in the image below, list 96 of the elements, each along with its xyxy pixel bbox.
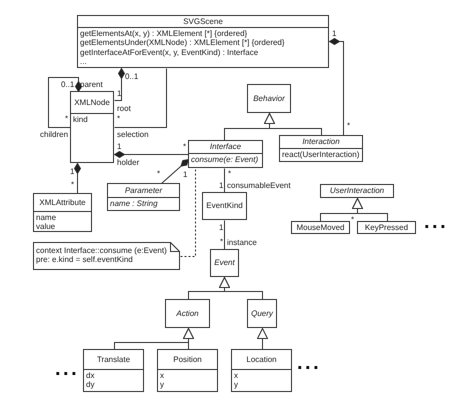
note-connector bbox=[180, 168, 196, 257]
multiplicity-label: 0..1 bbox=[61, 80, 74, 88]
class-box bbox=[320, 184, 394, 198]
class-name: Behavior bbox=[253, 94, 285, 104]
class-name: Interface bbox=[210, 142, 242, 152]
attribute-text: name bbox=[36, 213, 56, 222]
note-box bbox=[33, 242, 180, 270]
generalization-arrow bbox=[183, 328, 194, 350]
class-box bbox=[157, 349, 218, 392]
class-name: Parameter bbox=[124, 186, 162, 196]
class-box bbox=[357, 221, 416, 234]
class-name: Event bbox=[214, 258, 235, 268]
multiplicity-label: * bbox=[351, 215, 354, 224]
multiplicity-label: 1 bbox=[117, 142, 122, 150]
class-name: MouseMoved bbox=[296, 222, 345, 232]
class-box bbox=[247, 84, 291, 113]
class-name: Query bbox=[251, 308, 273, 318]
multiplicity-label: * bbox=[157, 168, 160, 178]
multiplicity-label: * bbox=[71, 180, 74, 188]
role-label: children bbox=[40, 130, 68, 138]
attribute-text: value bbox=[36, 222, 56, 232]
composition-line bbox=[48, 77, 82, 128]
class-name: UserInteraction bbox=[330, 186, 384, 196]
class-box bbox=[202, 192, 247, 220]
operation-text: getElementsUnder(XMLNode) : XMLElement [*] {ordered} bbox=[80, 38, 285, 48]
attribute-text: kind bbox=[73, 115, 88, 124]
composition-line bbox=[329, 38, 344, 136]
multiplicity-label: 0..1 bbox=[125, 72, 138, 80]
generalization-arrow bbox=[264, 113, 322, 136]
class-name: Position bbox=[173, 354, 202, 364]
multiplicity-label: * bbox=[65, 114, 68, 122]
attribute-text: y bbox=[160, 380, 164, 390]
attribute-text: x bbox=[160, 371, 164, 380]
multiplicity-label: * bbox=[220, 236, 224, 246]
ellipsis-mark: ... bbox=[424, 226, 448, 228]
role-label: holder bbox=[117, 158, 140, 166]
operation-text: react(UserInteraction) bbox=[282, 150, 360, 160]
class-box bbox=[231, 349, 292, 392]
class-box bbox=[210, 249, 239, 277]
multiplicity-label: * bbox=[117, 114, 120, 122]
class-box bbox=[70, 91, 114, 163]
multiplicity-label: * bbox=[183, 142, 186, 150]
multiplicity-label: 1 bbox=[219, 180, 224, 190]
note-text: context Interface::consume (e:Event) bbox=[36, 246, 167, 256]
class-box bbox=[247, 299, 277, 328]
role-label: consumableEvent bbox=[227, 180, 291, 190]
attribute-text: x bbox=[234, 371, 238, 380]
class-name: Location bbox=[246, 354, 277, 364]
class-name: XMLNode bbox=[74, 98, 110, 108]
composition-line bbox=[114, 151, 189, 158]
note-text: pre: e.kind = self.eventKind bbox=[36, 255, 133, 265]
class-name: XMLAttribute bbox=[39, 198, 86, 208]
multiplicity-label: 1 bbox=[117, 88, 122, 98]
class-box bbox=[83, 349, 144, 392]
composition-line bbox=[74, 163, 81, 194]
class-box bbox=[188, 140, 263, 168]
association-line bbox=[114, 68, 167, 128]
association-line bbox=[224, 168, 225, 193]
class-name: Translate bbox=[96, 354, 130, 364]
attribute-text: dy bbox=[86, 380, 94, 390]
class-box bbox=[279, 135, 363, 162]
class-box bbox=[107, 183, 180, 211]
class-box bbox=[165, 299, 210, 328]
association-line bbox=[224, 220, 225, 250]
class-name: SVGScene bbox=[183, 16, 223, 26]
ellipsis-mark: ... bbox=[55, 372, 80, 376]
composition-line bbox=[114, 68, 125, 101]
class-name: EventKind bbox=[206, 201, 243, 211]
class-name: KeyPressed bbox=[364, 222, 408, 232]
multiplicity-label: 1 bbox=[183, 170, 188, 178]
multiplicity-label: 1 bbox=[332, 28, 336, 38]
multiplicity-label: * bbox=[228, 168, 232, 178]
role-label: instance bbox=[227, 238, 257, 246]
class-name: Interaction bbox=[302, 137, 340, 147]
generalization-arrow bbox=[257, 328, 268, 350]
attribute-text: name : String bbox=[110, 199, 158, 208]
ellipsis-mark: ... bbox=[297, 366, 322, 370]
class-box bbox=[77, 15, 329, 68]
role-label: root bbox=[117, 104, 131, 112]
operation-text: consume(e: Event) bbox=[191, 155, 258, 164]
attribute-text: y bbox=[234, 380, 238, 390]
attribute-text: dx bbox=[86, 371, 94, 380]
multiplicity-label: 1 bbox=[219, 222, 224, 232]
generalization-arrow bbox=[219, 277, 263, 300]
operation-text: getElementsAt(x, y) : XMLElement [*] {ordered} bbox=[80, 29, 248, 38]
omission-mark: ... bbox=[80, 56, 87, 66]
role-label: parent bbox=[80, 80, 103, 88]
multiplicity-label: 1 bbox=[70, 166, 74, 176]
generalization-arrow bbox=[352, 198, 388, 222]
multiplicity-label: * bbox=[347, 120, 350, 130]
role-label: selection bbox=[117, 130, 149, 138]
class-name: Action bbox=[176, 308, 199, 318]
operation-text: getInterfaceAtForEvent(x, y, EventKind) : Interface bbox=[80, 48, 258, 57]
class-box bbox=[291, 221, 350, 234]
class-box bbox=[33, 193, 92, 232]
composition-line bbox=[161, 159, 189, 184]
